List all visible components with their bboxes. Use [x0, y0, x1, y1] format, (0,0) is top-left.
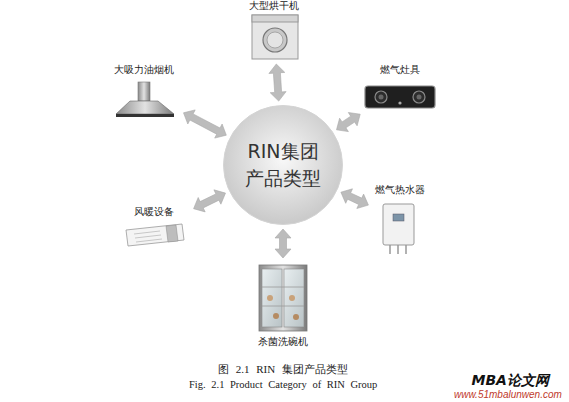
- hub-circle: RIN集团 产品类型: [223, 105, 343, 225]
- product-node: 燃气灶具: [358, 64, 442, 112]
- product-label: 大吸力油烟机: [114, 64, 174, 76]
- double-arrow: [184, 110, 227, 138]
- dishwasher-illustration: [259, 265, 307, 331]
- dryer-illustration: [252, 15, 298, 59]
- product-node: 大型烘干机: [243, 0, 305, 60]
- double-arrow: [194, 190, 226, 212]
- range-hood-illustration: [116, 82, 174, 117]
- product-node: 杀菌洗碗机: [250, 262, 316, 348]
- product-label: 燃气灶具: [380, 64, 420, 76]
- product-label: 燃气热水器: [375, 184, 425, 196]
- product-label: 风暖设备: [134, 206, 174, 218]
- figure-caption: 图 2.1 RIN 集团产品类型: [218, 362, 348, 377]
- double-arrow: [337, 113, 361, 132]
- double-arrow: [275, 229, 291, 258]
- watermark-title: MBA论文网: [472, 372, 549, 390]
- hub-title: RIN集团 产品类型: [240, 138, 326, 192]
- product-label: 杀菌洗碗机: [258, 336, 308, 348]
- double-arrow: [341, 189, 369, 209]
- hub-circle-fill: [224, 106, 343, 225]
- hub-circle-outline: [223, 105, 343, 225]
- product-node: 大吸力油烟机: [108, 64, 180, 120]
- product-node: 燃气热水器: [372, 184, 428, 256]
- product-node: 风暖设备: [118, 206, 190, 250]
- watermark-url: www.51mbalunwen.com: [454, 389, 562, 400]
- figure-caption-english: Fig. 2.1 Product Category of RIN Group: [189, 379, 377, 390]
- gas-stove-illustration: [365, 86, 435, 108]
- double-arrow: [269, 64, 286, 101]
- product-label: 大型烘干机: [249, 0, 299, 12]
- bath-heater-illustration: [126, 224, 184, 246]
- water-heater-illustration: [383, 204, 414, 254]
